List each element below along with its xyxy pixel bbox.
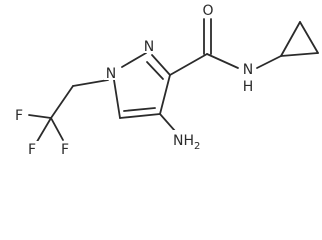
bond-n1-ch2 [72, 79, 109, 87]
atom-fluorine-bottom: F [61, 142, 69, 156]
atom-amino-group: NH2 [173, 133, 200, 152]
bond-c4-amino [159, 113, 176, 132]
bond-c3-carbonyl [169, 53, 208, 76]
bond-c4-c5-double-inner [123, 107, 156, 112]
bond-cf3-f-top-left [28, 114, 52, 119]
bond-cyclopropyl-b [299, 21, 319, 54]
bond-amide-n-cyclopropyl [256, 55, 282, 69]
atom-fluorine-top-left: F [15, 108, 23, 124]
amino-subscript-label: 2 [194, 141, 200, 152]
bond-cyclopropyl-a [280, 21, 301, 57]
bond-n2-c3-double-inner [146, 61, 164, 80]
bond-n2-c3-double [151, 54, 171, 76]
bond-c5-n1 [113, 79, 121, 119]
bond-cf3-f-bottom [50, 117, 64, 141]
amino-nh-label: NH [173, 133, 194, 149]
bond-c4-c5-double [119, 113, 161, 119]
bond-ch2-cf3 [50, 85, 74, 119]
atom-ring-nitrogen-1: N [106, 66, 116, 82]
bond-n1-n2 [121, 52, 147, 68]
atom-carbonyl-oxygen: O [202, 3, 213, 19]
bond-carbonyl-amide-n [206, 53, 239, 69]
chemical-structure-diagram: O N H N N NH2 F F F [12, 2, 319, 156]
atom-labels: O N H N N NH2 F F F [12, 2, 256, 156]
atom-ring-nitrogen-2: N [144, 39, 154, 55]
bond-cyclopropyl-c [280, 52, 319, 57]
bond-cf3-f-left [34, 117, 52, 146]
bond-c3-c4 [159, 74, 171, 115]
bond-lines [28, 18, 319, 146]
atom-amide-hydrogen: H [243, 79, 254, 95]
atom-fluorine-left: F [28, 142, 36, 156]
atom-amide-nitrogen: N [243, 62, 253, 78]
